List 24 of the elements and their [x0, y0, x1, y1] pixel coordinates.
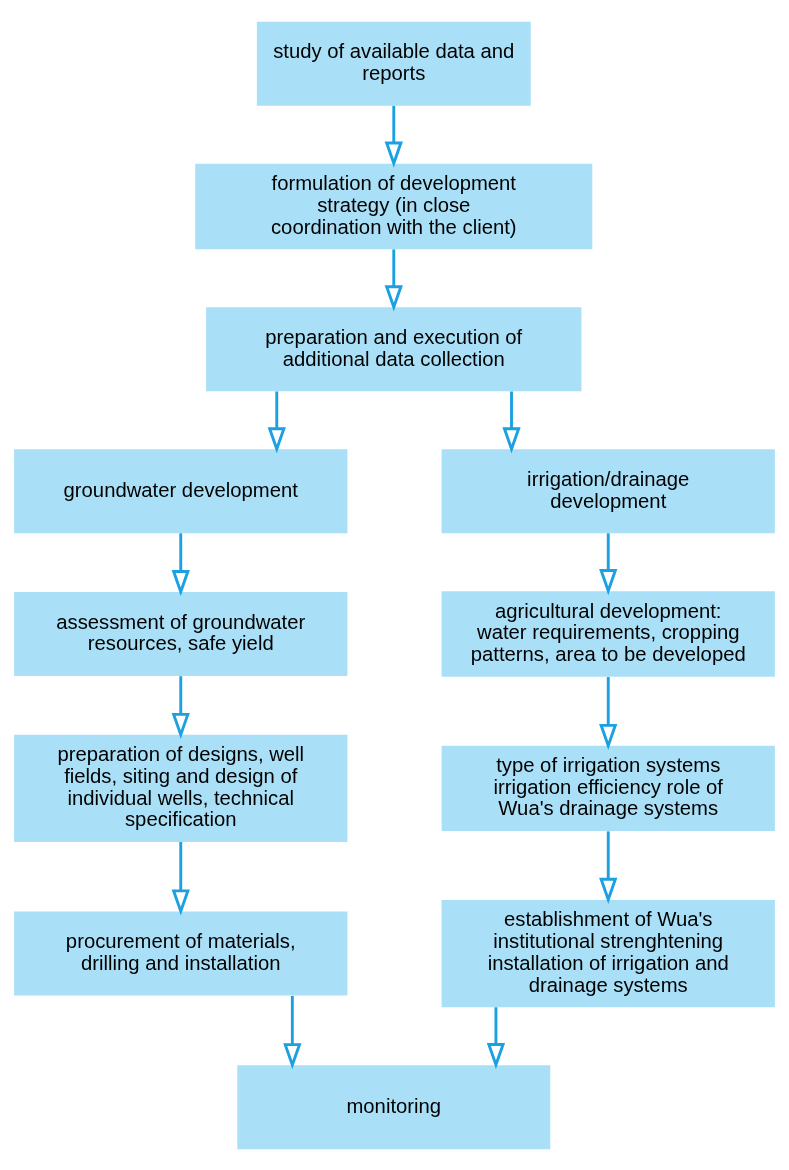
- arrow: [171, 532, 190, 596]
- arrow: [486, 1006, 506, 1069]
- arrow: [267, 391, 286, 453]
- node-box: preparation and execution of additional data collection: [206, 306, 582, 391]
- node-box: study of available data and reports: [256, 21, 531, 106]
- arrow: [384, 248, 403, 311]
- node-box: monitoring: [237, 1064, 551, 1149]
- node-box: groundwater development: [14, 448, 348, 533]
- arrow: [384, 105, 403, 168]
- arrow: [599, 532, 618, 595]
- arrow: [599, 676, 618, 750]
- node-box: procurement of materials, drilling and installation: [14, 911, 348, 996]
- arrow: [502, 391, 521, 453]
- node-box: establishment of Wua's institutional strenghtening installation of irrigation and drainage systems: [441, 899, 775, 1007]
- node-box: irrigation/drainage development: [441, 448, 775, 533]
- node-box: assessment of groundwater resources, safe yield: [14, 591, 348, 676]
- node-box: formulation of development strategy (in close coordination with the client): [195, 163, 593, 249]
- arrow: [283, 995, 302, 1069]
- arrow: [171, 675, 190, 739]
- arrow: [599, 830, 618, 904]
- arrow: [171, 841, 190, 916]
- node-box: type of irrigation systems irrigation efficiency role of Wua's drainage systems: [441, 745, 775, 831]
- node-box: preparation of designs, well fields, siting and design of individual wells, technical specification: [14, 734, 348, 842]
- node-box: agricultural development: water requirements, cropping patterns, area to be developed: [441, 590, 775, 677]
